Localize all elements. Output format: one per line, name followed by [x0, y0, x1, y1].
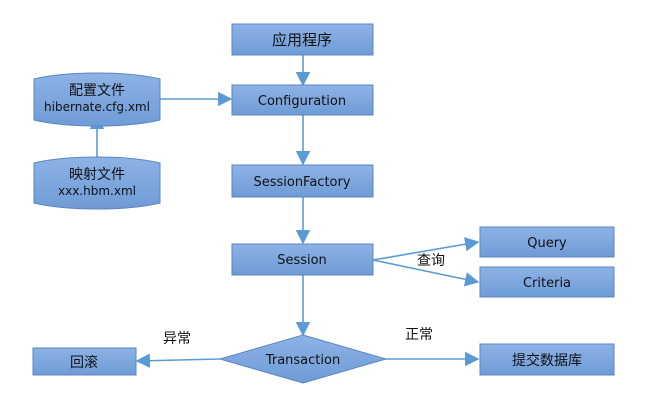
- node-commit-label: 提交数据库: [512, 352, 582, 369]
- node-transaction: Transaction: [218, 334, 388, 384]
- node-config-file-title: 配置文件: [69, 83, 125, 99]
- edge-label-query: 查询: [417, 253, 445, 269]
- edge-label-exception: 异常: [163, 331, 191, 347]
- node-mapping-file-title: 映射文件: [69, 167, 125, 183]
- node-mapping-file: 映射文件 xxx.hbm.xml: [33, 156, 161, 210]
- node-config-file-name: hibernate.cfg.xml: [44, 100, 150, 114]
- node-criteria-label: Criteria: [523, 276, 571, 291]
- arrow-session-to-query: [372, 237, 480, 261]
- arrow-transaction-to-rollback: [135, 353, 221, 368]
- node-rollback-label: 回滚: [70, 354, 98, 371]
- node-configuration-label: Configuration: [258, 94, 346, 109]
- node-app: 应用程序: [231, 23, 374, 56]
- node-session: Session: [231, 243, 374, 276]
- node-config-file: 配置文件 hibernate.cfg.xml: [33, 72, 161, 127]
- edge-label-normal: 正常: [405, 327, 433, 343]
- node-session-factory: SessionFactory: [231, 164, 374, 198]
- node-mapping-file-name: xxx.hbm.xml: [58, 184, 136, 198]
- node-session-factory-label: SessionFactory: [253, 175, 350, 190]
- node-app-label: 应用程序: [272, 31, 332, 49]
- arrow-session-to-criteria: [372, 259, 480, 287]
- connectors: [89, 55, 480, 368]
- node-rollback: 回滚: [32, 347, 137, 376]
- node-commit: 提交数据库: [479, 343, 615, 376]
- node-criteria: Criteria: [479, 266, 615, 298]
- node-query: Query: [479, 226, 615, 258]
- node-session-label: Session: [277, 253, 327, 268]
- node-transaction-label: Transaction: [265, 353, 340, 368]
- node-query-label: Query: [527, 236, 567, 251]
- node-configuration: Configuration: [231, 84, 374, 116]
